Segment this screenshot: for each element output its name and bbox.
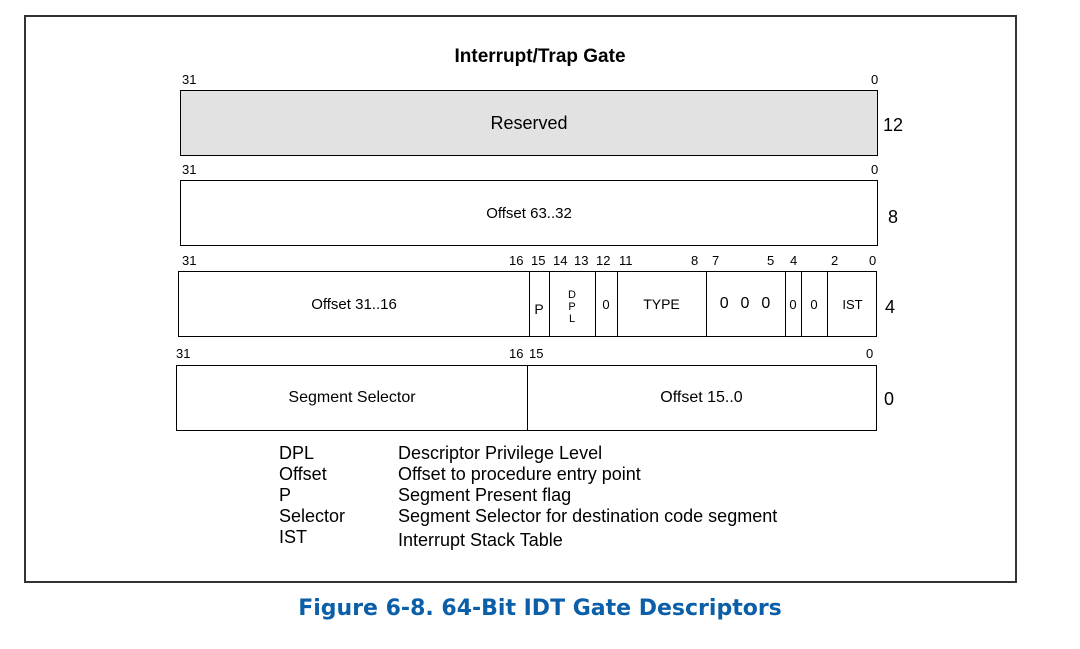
present-flag-field: P (534, 301, 544, 317)
bit-11-label: 11 (619, 253, 633, 268)
field-divider (595, 272, 596, 336)
bit-8-label: 8 (691, 253, 699, 268)
bit-16-label: 16 (509, 346, 524, 361)
legend-term: IST (279, 527, 308, 547)
bit-15-label: 15 (529, 346, 544, 361)
offset-15-0-label: Offset 15..0 (660, 389, 743, 406)
bit-0-label: 0 (871, 162, 879, 177)
field-divider (527, 366, 528, 430)
dpl-letter-p: P (568, 301, 576, 313)
field-divider (706, 272, 707, 336)
legend-descriptions: Descriptor Privilege Level Offset to pro… (398, 443, 777, 551)
bit-3-zero-field: 0 (810, 296, 818, 312)
bit-0-label: 0 (871, 72, 879, 87)
bit-5-label: 5 (767, 253, 775, 268)
bit-13-label: 13 (574, 253, 589, 268)
reserved-label: Reserved (490, 112, 568, 133)
selector-offset-row: Segment Selector Offset 15..0 (176, 365, 877, 431)
field-divider (827, 272, 828, 336)
bit-2-label: 2 (831, 253, 839, 268)
bits-7-5-zero-field: 0 0 0 (719, 295, 772, 312)
bit-31-label: 31 (182, 72, 197, 87)
bit-16-label: 16 (509, 253, 524, 268)
dpl-letter-l: L (568, 313, 576, 325)
dpl-letter-d: D (568, 289, 576, 301)
byte-offset-12: 12 (883, 115, 904, 135)
bit-4-label: 4 (790, 253, 798, 268)
bit-12-label: 12 (596, 253, 611, 268)
type-field: TYPE (643, 296, 680, 312)
bit-4-zero-field: 0 (789, 296, 797, 312)
field-divider (801, 272, 802, 336)
legend-desc: Interrupt Stack Table (398, 530, 563, 550)
legend-desc: Segment Present flag (398, 485, 572, 505)
figure-caption: Figure 6-8. 64-Bit IDT Gate Descriptors (298, 596, 782, 621)
legend-desc: Segment Selector for destination code se… (398, 506, 778, 526)
figure-frame (24, 15, 1017, 583)
legend-desc: Offset to procedure entry point (398, 464, 641, 484)
bit-7-label: 7 (712, 253, 720, 268)
legend-term: Offset (279, 464, 327, 484)
legend-terms: DPL Offset P Selector IST (279, 443, 345, 548)
bit-12-zero-field: 0 (602, 296, 610, 312)
field-divider (529, 272, 530, 336)
bit-0-label: 0 (866, 346, 874, 361)
bit-15-label: 15 (531, 253, 546, 268)
legend-term: Selector (279, 506, 346, 526)
legend-desc: Descriptor Privilege Level (398, 443, 603, 463)
bit-14-label: 14 (553, 253, 568, 268)
reserved-field: Reserved (180, 90, 878, 156)
field-divider (549, 272, 550, 336)
diagram-title: Interrupt/Trap Gate (454, 46, 626, 67)
offset-31-16-label: Offset 31..16 (311, 295, 397, 313)
offset-63-32-field: Offset 63..32 (180, 180, 878, 246)
offset-31-16-attributes-row: Offset 31..16 P D P L 0 TYPE 0 0 0 0 0 I… (178, 271, 877, 337)
byte-offset-0: 0 (884, 389, 895, 409)
legend-term: DPL (279, 443, 315, 463)
field-divider (617, 272, 618, 336)
byte-offset-4: 4 (885, 297, 896, 317)
dpl-field: D P L (549, 272, 595, 336)
bit-31-label: 31 (182, 253, 197, 268)
legend-term: P (279, 485, 292, 505)
segment-selector-label: Segment Selector (288, 389, 416, 406)
offset-63-32-label: Offset 63..32 (486, 204, 572, 222)
field-divider (785, 272, 786, 336)
bit-31-label: 31 (182, 162, 197, 177)
byte-offset-8: 8 (888, 207, 899, 227)
ist-field: IST (842, 296, 863, 312)
bit-31-label: 31 (176, 346, 191, 361)
bit-0-label: 0 (869, 253, 877, 268)
